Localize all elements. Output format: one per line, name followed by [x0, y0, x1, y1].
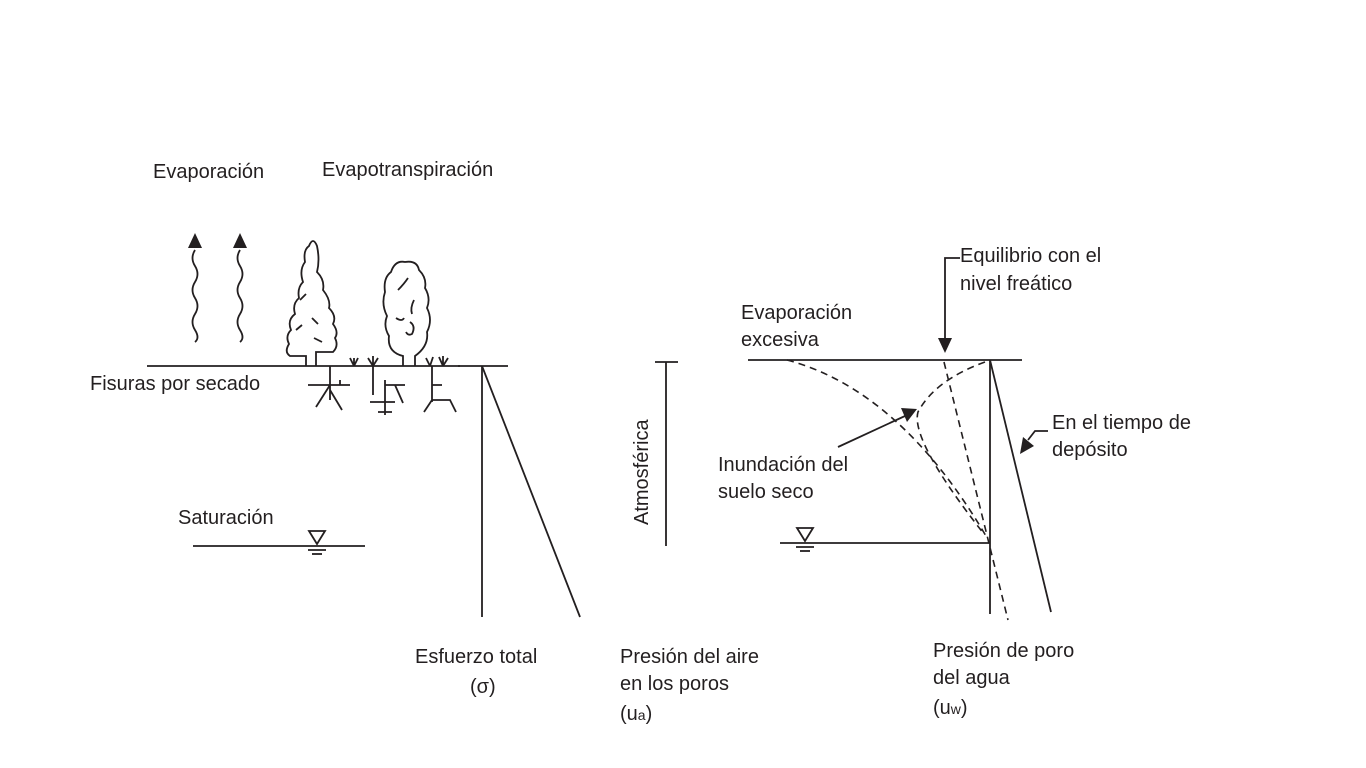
grass-icon	[349, 356, 449, 367]
excess-evaporation-label-line2: excesiva	[741, 329, 820, 351]
pore-water-symbol: (uw)	[933, 697, 968, 719]
total-stress-symbol: (σ)	[470, 676, 496, 698]
saturation-label: Saturación	[178, 507, 274, 529]
equilibrium-profile	[943, 361, 1009, 621]
equilibrium-label-line1: Equilibrio con el	[960, 245, 1101, 267]
flooding-arrow-icon	[837, 408, 917, 448]
deposition-label-line1: En el tiempo de	[1052, 412, 1191, 434]
deposition-profile-line	[989, 359, 1052, 613]
excess-evaporation-profile	[786, 359, 987, 537]
atmospheric-label: Atmosférica	[631, 419, 653, 525]
flooding-label-line1: Inundación del	[718, 454, 848, 476]
evaporation-arrow-icon	[188, 233, 202, 343]
deciduous-tree-icon	[382, 260, 431, 366]
air-pressure-symbol: (ua)	[620, 703, 652, 725]
evapotranspiration-label: Evapotranspiración	[322, 159, 493, 181]
flooding-label-line2: suelo seco	[718, 481, 814, 503]
total-stress-label: Esfuerzo total	[415, 646, 537, 668]
deposition-label-line2: depósito	[1052, 439, 1128, 461]
evaporation-arrow-icon	[233, 233, 247, 343]
flooding-profile	[916, 361, 986, 535]
conifer-tree-icon	[285, 240, 338, 366]
total-stress-line	[481, 365, 581, 618]
air-pressure-label-line1: Presión del aire	[620, 646, 759, 668]
water-table-icon	[795, 527, 815, 552]
water-table-icon	[307, 530, 327, 555]
air-pressure-label-line2: en los poros	[620, 673, 729, 695]
pore-water-label-line1: Presión de poro	[933, 640, 1074, 662]
deposition-arrow-icon	[1020, 430, 1048, 454]
drying-cracks-icon	[308, 366, 457, 415]
excess-evaporation-label-line1: Evaporación	[741, 302, 852, 324]
equilibrium-arrow-icon	[938, 257, 960, 353]
equilibrium-label-line2: nivel freático	[960, 273, 1072, 295]
pore-water-label-line2: del agua	[933, 667, 1011, 689]
drying-cracks-label: Fisuras por secado	[90, 373, 260, 395]
evaporation-label: Evaporación	[153, 161, 264, 183]
